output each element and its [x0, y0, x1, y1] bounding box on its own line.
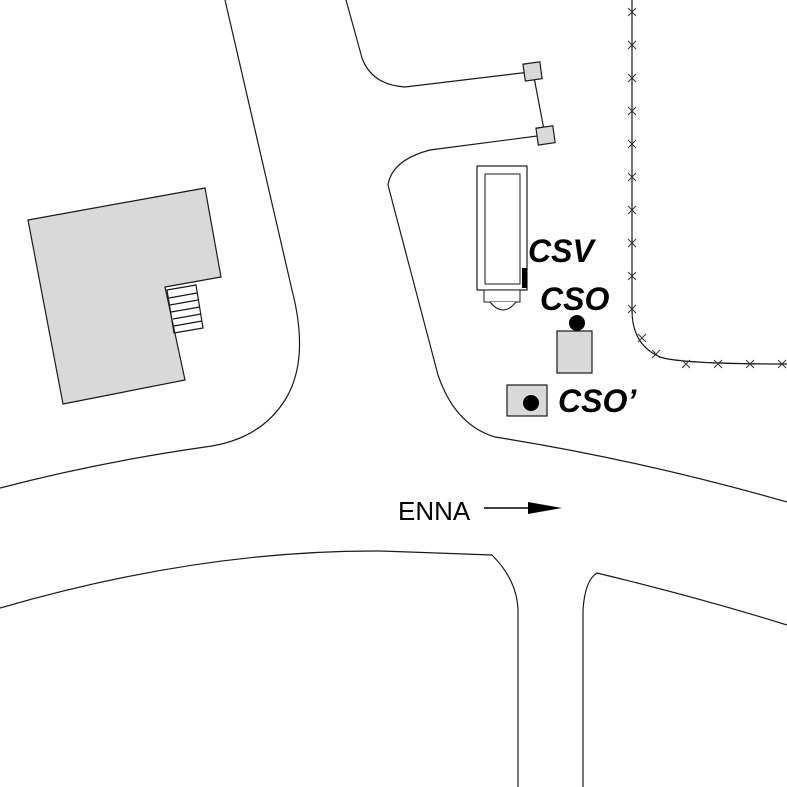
fence-x-mark	[713, 359, 723, 369]
cso-box	[556, 330, 593, 374]
fence-x-mark	[777, 359, 787, 369]
connector-line	[532, 71, 546, 136]
cso-prime-marker-icon	[523, 395, 539, 411]
fence-x-mark	[627, 40, 637, 50]
post-square-upper	[522, 61, 543, 82]
fence-x-mark	[627, 106, 637, 116]
fence-x-mark	[627, 172, 637, 182]
label-cso: CSO	[540, 281, 609, 317]
post-square-lower	[535, 125, 556, 146]
fence-x-mark	[627, 73, 637, 83]
fence-x-mark	[627, 238, 637, 248]
fence-x-mark	[627, 205, 637, 215]
fence-line	[631, 0, 787, 365]
arrow-right-icon	[484, 502, 562, 514]
fence-x-marks	[627, 7, 787, 369]
road-edge-corner-right	[387, 134, 787, 503]
fence-x-mark	[681, 359, 691, 369]
cso-marker-icon	[569, 315, 585, 331]
vehicle	[476, 165, 528, 311]
label-cso-prime: CSO’	[558, 383, 637, 419]
fence-x-mark	[745, 359, 755, 369]
fence-x-mark	[627, 139, 637, 149]
label-direction: ENNA	[398, 496, 471, 526]
fence-x-mark	[651, 349, 661, 359]
fence-x-mark	[637, 333, 647, 343]
fence-x-mark	[627, 271, 637, 281]
fence-x-mark	[627, 7, 637, 17]
building-l-shaped	[27, 187, 222, 405]
staircase	[166, 284, 204, 334]
road-edge-south-left	[0, 550, 519, 787]
road-edge-north-right	[345, 0, 531, 88]
road-edge-south-right	[582, 572, 787, 787]
fence-x-mark	[627, 304, 637, 314]
road-edge-west-upper	[0, 0, 301, 489]
label-csv: CSV	[528, 233, 596, 269]
